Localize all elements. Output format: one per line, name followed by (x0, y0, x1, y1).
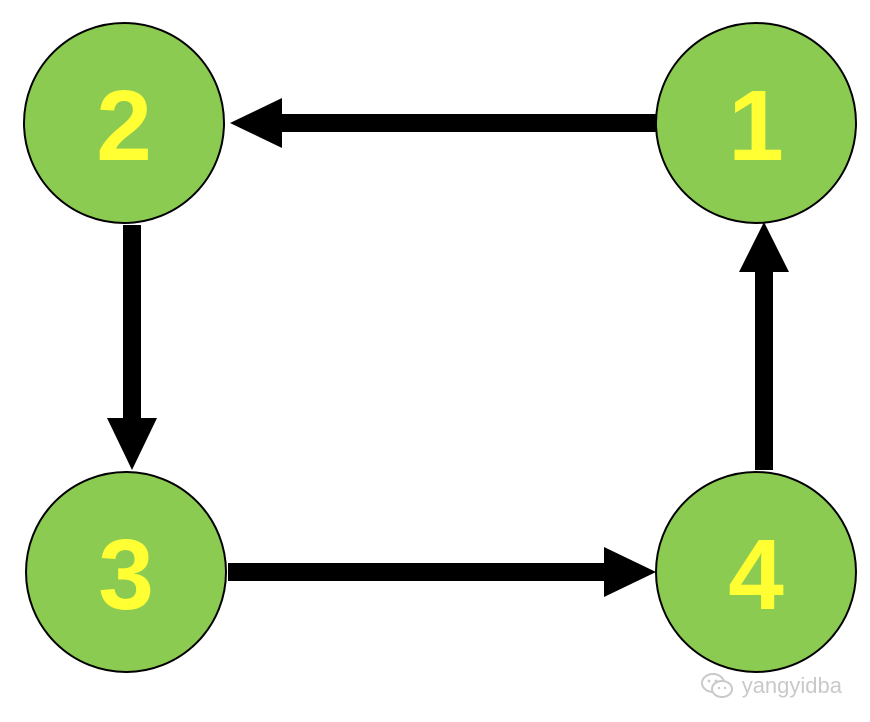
watermark-text: yangyidba (741, 673, 842, 698)
edge-1-to-2 (230, 98, 656, 148)
node-3-circle (25, 471, 227, 673)
edge-2-to-3-arrowhead (107, 418, 157, 470)
edge-3-to-4-arrowhead (604, 547, 656, 597)
node-4-label: 4 (728, 519, 784, 631)
node-4-circle (655, 471, 857, 673)
edge-4-to-1-arrowhead (739, 222, 789, 272)
node-2: 2 (23, 22, 225, 224)
node-1-label: 1 (728, 70, 784, 182)
wechat-icon (700, 672, 734, 700)
nodes: 2 1 3 4 (23, 22, 857, 673)
node-2-label: 2 (96, 70, 152, 182)
node-2-circle (23, 22, 225, 224)
node-4: 4 (655, 471, 857, 673)
edge-4-to-1 (739, 222, 789, 470)
edge-1-to-2-arrowhead (230, 98, 282, 148)
node-3-label: 3 (98, 519, 154, 631)
edge-2-to-3 (107, 225, 157, 470)
edges (107, 98, 789, 597)
node-3: 3 (25, 471, 227, 673)
watermark: yangyidba (700, 672, 842, 700)
edge-3-to-4 (228, 547, 656, 597)
node-1: 1 (655, 22, 857, 224)
node-1-circle (655, 22, 857, 224)
